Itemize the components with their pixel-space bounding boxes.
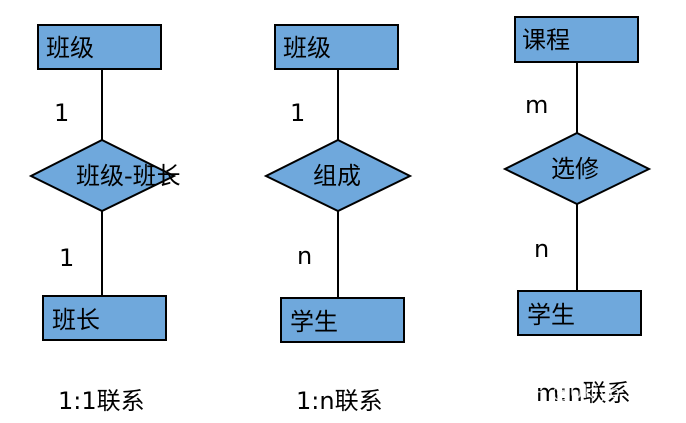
entity-top-3-label: 课程 xyxy=(522,26,570,54)
caption-1: 1:1联系 xyxy=(58,387,145,415)
diagram-3-many-to-many: 课程 选修 学生 m n m:n联系 xyxy=(502,16,652,407)
cardinality-top-2: 1 xyxy=(290,99,305,127)
entity-top-2-label: 班级 xyxy=(283,34,331,62)
relationship-1-label: 班级-班长 xyxy=(76,162,181,190)
caption-2: 1:n联系 xyxy=(296,387,383,415)
diagram-1-one-to-one: 班级 班级-班长 班长 1 1 1:1联系 xyxy=(28,24,181,415)
cardinality-top-3: m xyxy=(525,91,548,119)
entity-top-1 xyxy=(37,24,162,70)
cardinality-bottom-3: n xyxy=(534,235,549,263)
cardinality-bottom-2: n xyxy=(297,242,312,270)
entity-top-3 xyxy=(514,16,639,63)
entity-top-1-label: 班级 xyxy=(46,34,94,62)
caption-3: m:n联系 xyxy=(536,379,631,407)
watermark: 知乎 @Ukiyo Vampire xyxy=(510,382,686,403)
entity-bottom-3 xyxy=(517,290,642,336)
relationship-3 xyxy=(502,131,652,206)
entity-bottom-1 xyxy=(42,295,167,341)
entity-top-2 xyxy=(274,24,399,70)
entity-bottom-1-label: 班长 xyxy=(52,306,100,334)
cardinality-bottom-1: 1 xyxy=(59,244,74,272)
relationship-2 xyxy=(263,138,413,213)
entity-bottom-3-label: 学生 xyxy=(527,301,575,329)
entity-bottom-2-label: 学生 xyxy=(290,308,338,336)
relationship-1 xyxy=(28,138,177,213)
relationship-2-label: 组成 xyxy=(313,162,361,190)
relationship-3-label: 选修 xyxy=(551,155,599,183)
cardinality-top-1: 1 xyxy=(54,99,69,127)
diagram-2-one-to-many: 班级 组成 学生 1 n 1:n联系 xyxy=(263,24,413,415)
entity-bottom-2 xyxy=(280,297,405,343)
